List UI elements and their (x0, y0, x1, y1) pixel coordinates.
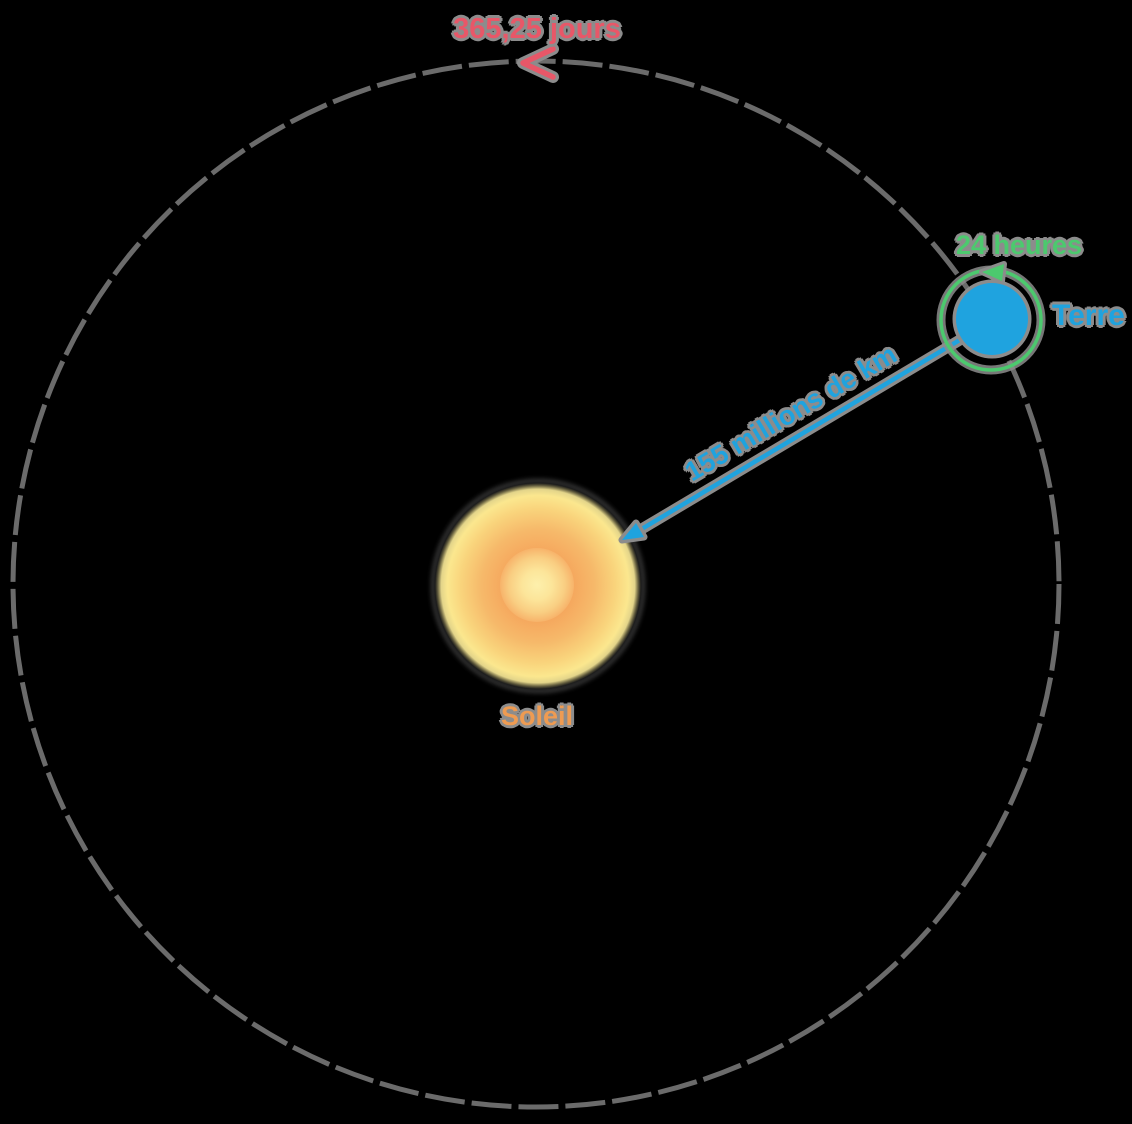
rotation-arrow-icon (982, 264, 1004, 281)
orbit-period-label: 365,25 jours (453, 13, 621, 45)
earth-halo (952, 279, 1032, 359)
rotation-period-label: 24 heures (955, 230, 1083, 260)
sun-label: Soleil (500, 701, 574, 731)
distance-line (638, 323, 987, 532)
orbit-direction-arrow-icon (520, 46, 556, 80)
distance-arrow-icon (622, 523, 644, 540)
earth-label: Terre (1052, 299, 1125, 332)
sun-halo (430, 478, 646, 694)
sun-core (500, 548, 574, 622)
earth-circle (956, 283, 1028, 355)
